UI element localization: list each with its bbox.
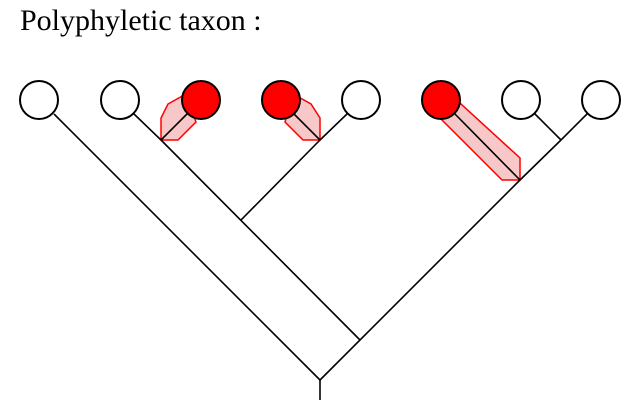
taxon-8-circle [581, 80, 621, 120]
diagram-title: Polyphyletic taxon : [20, 4, 262, 37]
taxon-4-circle [261, 80, 301, 120]
taxon-3-circle [181, 80, 221, 120]
taxa [19, 80, 621, 120]
branch-root-to-node-right [319, 179, 521, 381]
branch-node-241-to-node-320 [240, 139, 321, 221]
branch-node-520-to-node-561 [519, 139, 562, 181]
branch-node-161-to-taxon-2 [133, 113, 162, 141]
branch-node-320-to-taxon-4 [293, 113, 321, 141]
branch-node-520-to-taxon-6 [454, 113, 521, 181]
taxon-5-circle [341, 80, 381, 120]
branch-node-320-to-taxon-5 [319, 113, 348, 141]
branch-node-561-to-taxon-8 [560, 113, 588, 141]
branch-root-to-taxon-1 [53, 113, 321, 381]
branch-node-561-to-taxon-7 [534, 113, 562, 141]
taxon-2-circle [100, 80, 140, 120]
taxon-7-circle [501, 80, 541, 120]
branch-node-360-to-node-161 [160, 139, 361, 341]
branches [53, 113, 588, 400]
branch-node-161-to-taxon-3 [160, 113, 188, 141]
taxon-1-circle [19, 80, 59, 120]
taxon-6-circle [421, 80, 461, 120]
